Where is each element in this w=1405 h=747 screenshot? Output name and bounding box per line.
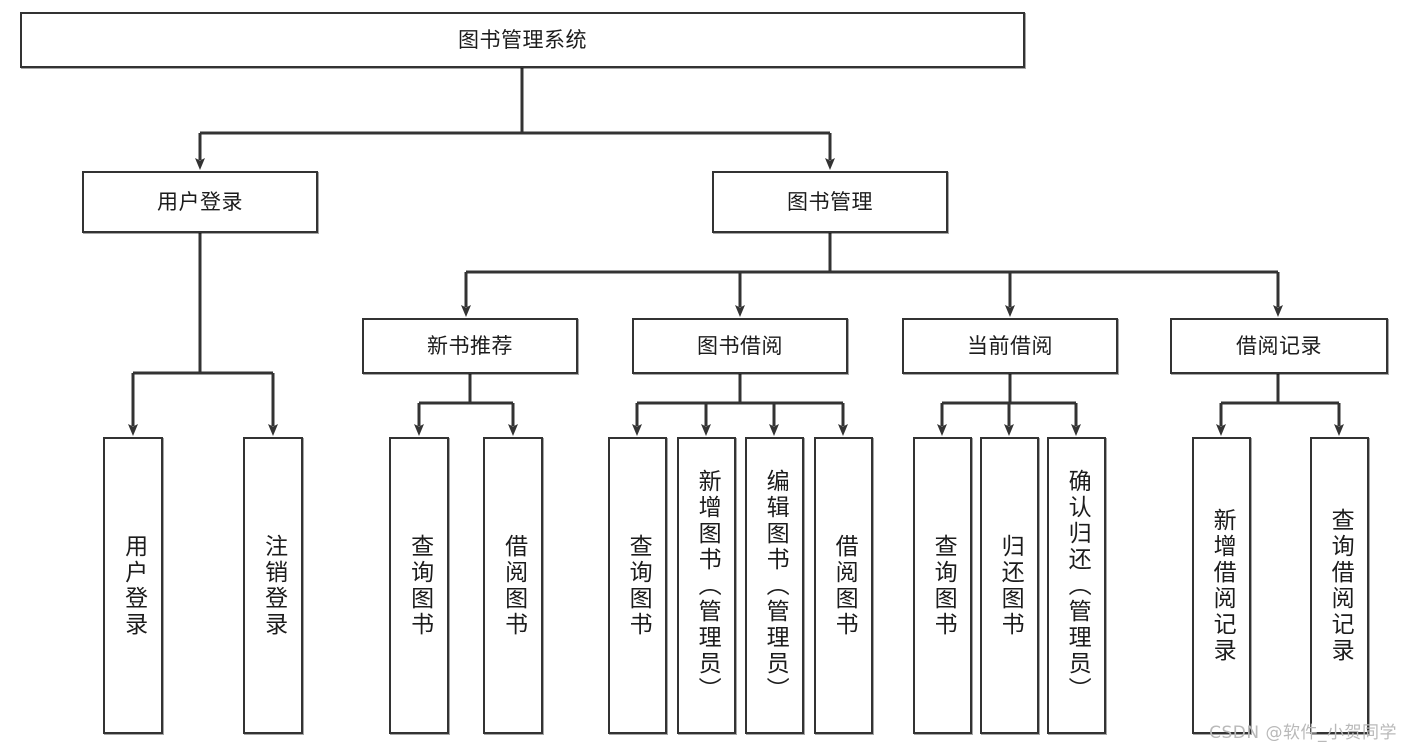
node-leaf-query-book-3[interactable]: 查询图书 — [913, 437, 972, 734]
node-book-borrow[interactable]: 图书借阅 — [632, 318, 848, 374]
node-leaf-query-book-1-label: 查询图书 — [406, 533, 433, 638]
node-book-manage-label: 图书管理 — [787, 189, 873, 214]
node-leaf-borrow-book-1-label: 借阅图书 — [500, 533, 527, 638]
node-leaf-borrow-book-2[interactable]: 借阅图书 — [814, 437, 873, 734]
node-current-borrow[interactable]: 当前借阅 — [902, 318, 1118, 374]
node-leaf-query-book-1[interactable]: 查询图书 — [389, 437, 449, 734]
node-book-borrow-label: 图书借阅 — [697, 333, 783, 358]
node-leaf-query-book-3-label: 查询图书 — [930, 533, 957, 638]
node-leaf-query-book-2-label: 查询图书 — [625, 533, 652, 638]
node-new-book-recommend-label: 新书推荐 — [427, 333, 513, 358]
node-root[interactable]: 图书管理系统 — [20, 12, 1025, 68]
node-leaf-user-login[interactable]: 用户登录 — [103, 437, 163, 734]
node-leaf-query-record-label: 查询借阅记录 — [1327, 507, 1354, 664]
node-leaf-borrow-book-2-label: 借阅图书 — [831, 533, 858, 638]
node-root-label: 图书管理系统 — [458, 27, 587, 52]
node-leaf-confirm-return[interactable]: 确认归还（管理员） — [1047, 437, 1106, 734]
node-current-borrow-label: 当前借阅 — [967, 333, 1053, 358]
node-leaf-borrow-book-1[interactable]: 借阅图书 — [483, 437, 543, 734]
node-book-manage[interactable]: 图书管理 — [712, 171, 948, 233]
node-leaf-query-record[interactable]: 查询借阅记录 — [1310, 437, 1369, 734]
node-leaf-query-book-2[interactable]: 查询图书 — [608, 437, 667, 734]
node-leaf-add-record[interactable]: 新增借阅记录 — [1192, 437, 1251, 734]
node-new-book-recommend[interactable]: 新书推荐 — [362, 318, 578, 374]
node-leaf-confirm-return-label: 确认归还（管理员） — [1064, 468, 1091, 703]
node-borrow-record[interactable]: 借阅记录 — [1170, 318, 1388, 374]
node-leaf-return-book-label: 归还图书 — [997, 533, 1024, 638]
node-leaf-return-book[interactable]: 归还图书 — [980, 437, 1039, 734]
node-user-login[interactable]: 用户登录 — [82, 171, 318, 233]
node-leaf-logout[interactable]: 注销登录 — [243, 437, 303, 734]
node-borrow-record-label: 借阅记录 — [1236, 333, 1322, 358]
node-user-login-label: 用户登录 — [157, 189, 243, 214]
node-leaf-logout-label: 注销登录 — [260, 533, 287, 638]
watermark-text: CSDN @软件_小贺同学 — [1209, 723, 1397, 743]
node-leaf-edit-book[interactable]: 编辑图书（管理员） — [745, 437, 804, 734]
node-leaf-user-login-label: 用户登录 — [120, 533, 147, 638]
node-leaf-add-book-label: 新增图书（管理员） — [694, 468, 721, 703]
node-leaf-add-book[interactable]: 新增图书（管理员） — [677, 437, 736, 734]
node-leaf-edit-book-label: 编辑图书（管理员） — [762, 468, 789, 703]
node-leaf-add-record-label: 新增借阅记录 — [1209, 507, 1236, 664]
